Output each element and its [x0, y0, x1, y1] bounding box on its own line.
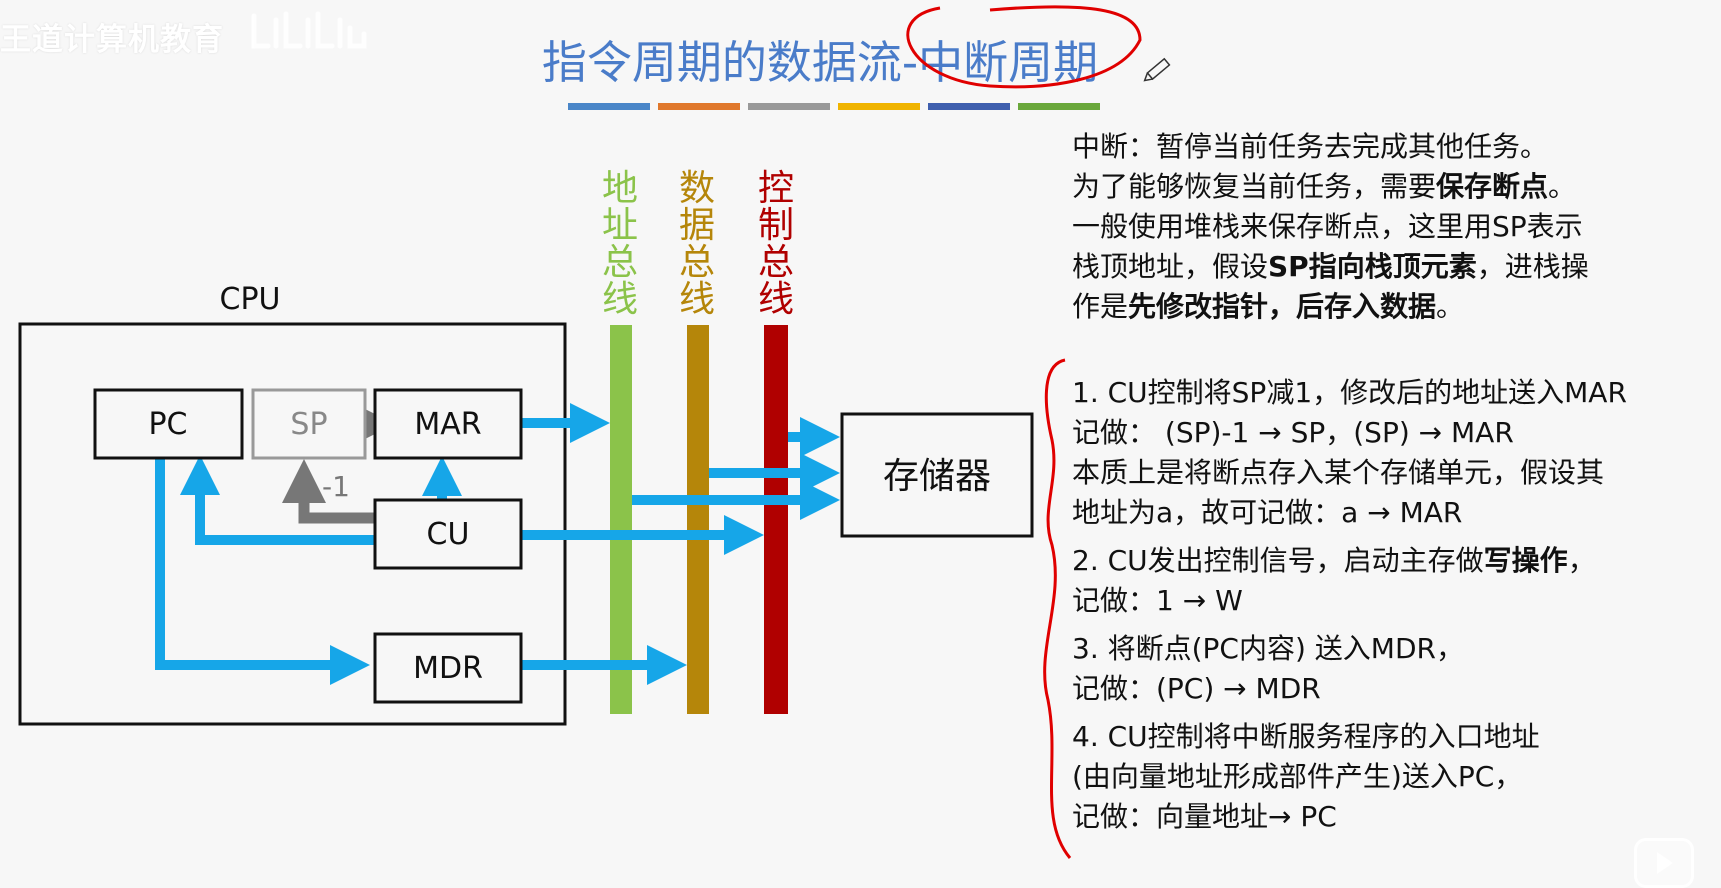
pc-to-mdr-arrow	[155, 458, 370, 685]
intro-bold: SP指向栈顶元素	[1268, 250, 1477, 283]
play-button[interactable]	[1634, 838, 1694, 888]
mdr-register-label: MDR	[413, 651, 483, 686]
intro-line: 中断：暂停当前任务去完成其他任务。	[1072, 130, 1549, 163]
bilibili-logo-icon	[251, 11, 367, 49]
intro-line: 为了能够恢复当前任务，需要保存断点。	[1072, 167, 1589, 207]
cu-register	[373, 498, 523, 570]
intro-text-part: 。	[1548, 170, 1577, 203]
control-bus-label-char: 线	[758, 279, 794, 320]
cu-to-pc-arrow	[180, 455, 375, 545]
watermark-text: 王道计算机教育	[0, 22, 224, 58]
data-bus	[687, 325, 709, 714]
address-bus-label-char: 地	[602, 168, 638, 209]
data-bus-label-char: 总	[679, 242, 715, 283]
pen-cursor-icon	[1143, 57, 1171, 82]
intro-text: 中断：暂停当前任务去完成其他任务。 为了能够恢复当前任务，需要保存断点。 一般使…	[1072, 127, 1589, 327]
step-line: 地址为a，故可记做：a → MAR	[1072, 496, 1463, 529]
minus-one-label: -1	[322, 470, 350, 503]
address-bus	[610, 325, 632, 714]
mar-register	[373, 388, 523, 460]
step-line: (由向量地址形成部件产生)送入PC，	[1072, 760, 1523, 793]
step-line: 记做：向量地址→ PC	[1072, 800, 1337, 833]
title-underline-segment	[658, 103, 740, 110]
sp-decrement-path	[282, 459, 375, 524]
title-underline-segment	[748, 103, 830, 110]
cu-register-label: CU	[427, 517, 470, 552]
step-text-part: ，	[1567, 544, 1596, 577]
address-bus-label-char: 总	[602, 242, 638, 283]
intro-line: 栈顶地址，假设SP指向栈顶元素，进栈操	[1072, 247, 1589, 287]
sp-register	[251, 388, 367, 460]
step-line: 4. CU控制将中断服务程序的入口地址	[1072, 720, 1540, 753]
control-bus-label-char: 总	[758, 242, 794, 283]
intro-text-part: 为了能够恢复当前任务，需要	[1072, 170, 1437, 203]
cpu-box	[18, 322, 567, 726]
sp-register-label: SP	[290, 407, 327, 442]
step-line: 记做： (SP)-1 → SP，(SP) → MAR	[1072, 416, 1514, 449]
intro-text-part: 作是	[1072, 290, 1129, 323]
title-underline-segment	[1018, 103, 1100, 110]
memory-box	[840, 412, 1034, 538]
intro-text-part: 栈顶地址，假设	[1072, 250, 1269, 283]
address-bus-label: 地 址 总 线	[602, 168, 638, 320]
step-bold: 写操作	[1483, 544, 1568, 577]
title-underline-segment	[838, 103, 920, 110]
control-bus-label: 控 制 总 线	[758, 168, 794, 320]
intro-bold: 先修改指针，后存入数据	[1128, 290, 1437, 323]
cpu-label: CPU	[220, 282, 281, 317]
data-bus-label-char: 据	[679, 205, 715, 246]
intro-line: 一般使用堆栈来保存断点，这里用SP表示	[1072, 210, 1583, 243]
intro-text-part: 。	[1436, 290, 1465, 323]
step-line: 2. CU发出控制信号，启动主存做写操作，	[1072, 541, 1627, 581]
mdr-register	[373, 632, 523, 704]
memory-label: 存储器	[883, 456, 991, 497]
steps-list: 1. CU控制将SP减1，修改后的地址送入MAR 记做： (SP)-1 → SP…	[1072, 373, 1627, 837]
step-text-part: 2. CU发出控制信号，启动主存做	[1072, 544, 1484, 577]
intro-line: 作是先修改指针，后存入数据。	[1072, 287, 1589, 327]
pc-register	[93, 388, 244, 460]
control-bus-label-char: 控	[758, 168, 794, 209]
page-title: 指令周期的数据流-中断周期	[541, 36, 1099, 89]
data-bus-label: 数 据 总 线	[679, 168, 715, 320]
step-line: 记做：1 → W	[1072, 584, 1243, 617]
step-line: 1. CU控制将SP减1，修改后的地址送入MAR	[1072, 376, 1627, 409]
data-bus-label-char: 数	[679, 168, 715, 209]
control-bus	[764, 325, 788, 714]
title-underline-segment	[568, 103, 650, 110]
address-bus-label-char: 址	[602, 205, 638, 246]
step-line: 记做：(PC) → MDR	[1072, 672, 1321, 705]
step-line: 本质上是将断点存入某个存储单元，假设其	[1072, 456, 1605, 489]
control-bus-label-char: 制	[758, 205, 794, 246]
intro-bold: 保存断点	[1436, 170, 1549, 203]
pc-register-label: PC	[148, 407, 187, 442]
title-highlight-circle	[906, 5, 1142, 89]
steps-bracket	[1043, 358, 1072, 859]
step-line: 3. 将断点(PC内容) 送入MDR，	[1072, 632, 1464, 665]
title-underline-segment	[928, 103, 1010, 110]
intro-text-part: ，进栈操	[1476, 250, 1589, 283]
address-bus-label-char: 线	[602, 279, 638, 320]
data-bus-label-char: 线	[679, 279, 715, 320]
mar-register-label: MAR	[414, 407, 481, 442]
